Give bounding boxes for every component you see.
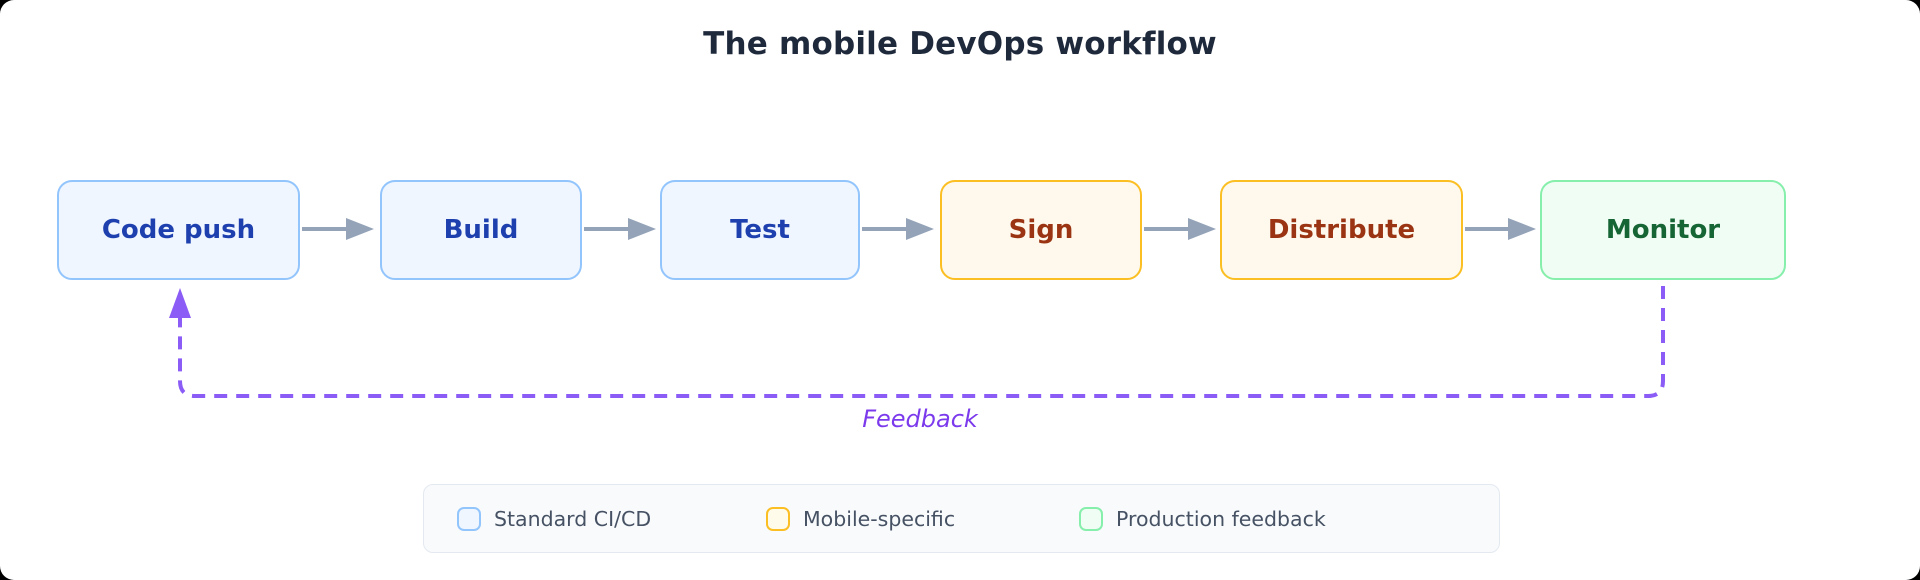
feedback-dashed-path (178, 286, 1665, 398)
arrow-head-icon (906, 218, 934, 240)
arrow-head-icon (346, 218, 374, 240)
flow-node-code-push: Code push (57, 180, 300, 280)
flow-node-label: Test (730, 215, 790, 245)
legend-item-label: Production feedback (1116, 506, 1326, 531)
legend-item-label: Standard CI/CD (494, 506, 652, 531)
page-title: The mobile DevOps workflow (703, 26, 1217, 62)
flow-node-sign: Sign (940, 180, 1142, 280)
feedback-loop (169, 286, 1665, 398)
flow-arrow-3 (862, 218, 934, 240)
flow-node-label: Code push (101, 215, 256, 245)
legend-item-production-feedback: Production feedback (1079, 485, 1326, 552)
flow-arrow-2 (584, 218, 656, 240)
arrow-head-icon (1508, 218, 1536, 240)
flow-node-label: Build (443, 215, 519, 245)
flow-node-test: Test (660, 180, 860, 280)
legend-item-standard-cicd: Standard CI/CD (457, 485, 651, 552)
flow-node-build: Build (380, 180, 582, 280)
production-feedback-swatch-icon (1079, 506, 1103, 531)
flow-node-monitor: Monitor (1540, 180, 1786, 280)
legend-item-mobile-specific: Mobile-specific (766, 485, 955, 552)
flow-node-distribute: Distribute (1220, 180, 1463, 280)
arrow-head-icon (628, 218, 656, 240)
flow-node-label: Monitor (1605, 215, 1721, 245)
standard-cicd-swatch-icon (457, 506, 481, 531)
legend: Standard CI/CD Mobile-specific Productio… (423, 484, 1500, 553)
flow-arrow-5 (1465, 218, 1536, 240)
feedback-arrow-head-icon (169, 288, 191, 318)
mobile-specific-swatch-icon (766, 506, 790, 531)
flow-node-label: Distribute (1267, 215, 1416, 245)
legend-item-label: Mobile-specific (803, 506, 956, 531)
flow-node-label: Sign (1008, 215, 1074, 245)
flow-arrow-4 (1144, 218, 1216, 240)
flow-arrow-1 (302, 218, 374, 240)
feedback-label: Feedback (862, 405, 978, 433)
arrow-head-icon (1188, 218, 1216, 240)
